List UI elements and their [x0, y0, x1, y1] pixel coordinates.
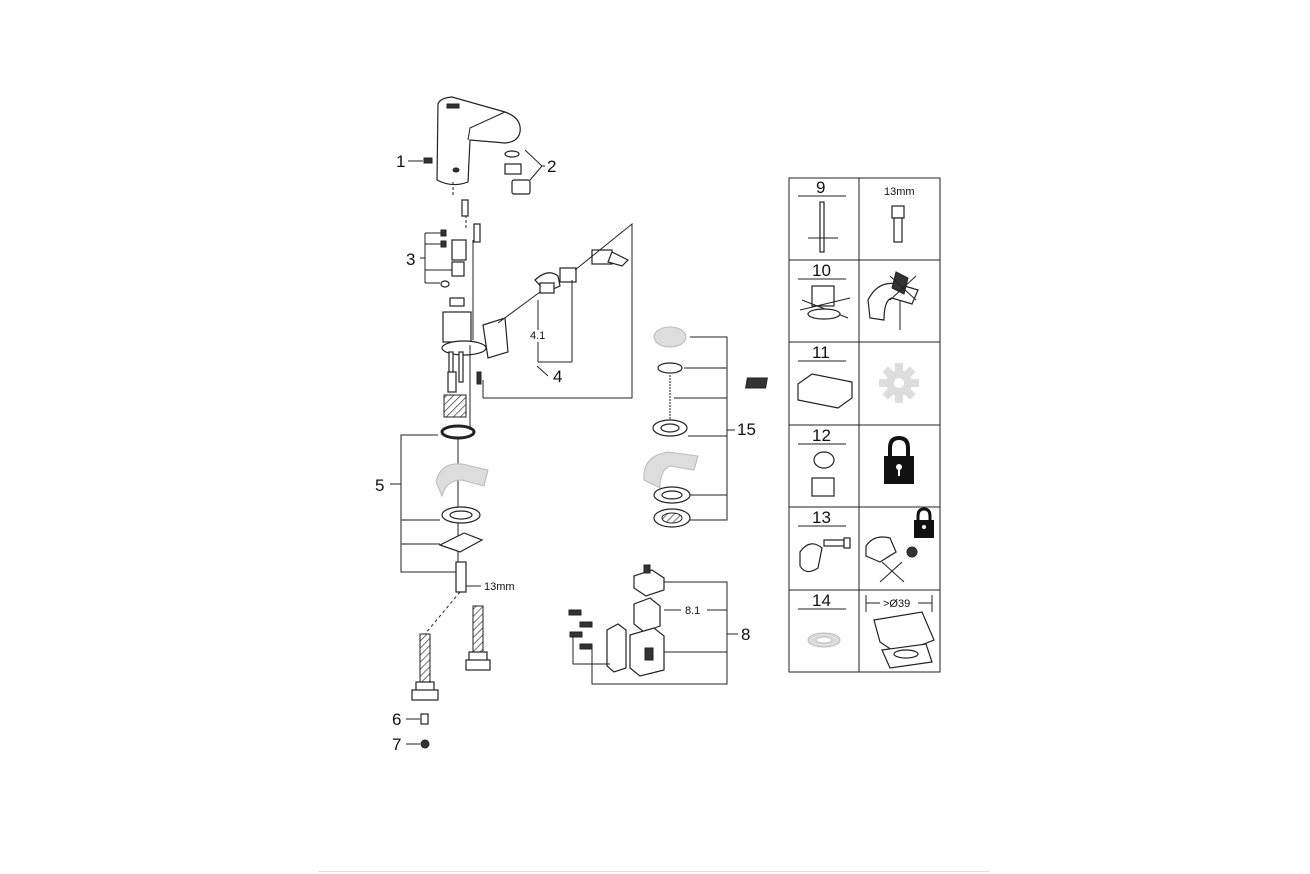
label-6: 6: [392, 710, 401, 729]
min-hole-diameter-note: >Ø39: [883, 598, 910, 610]
part-4-connector: [482, 222, 633, 399]
label-1: 1: [396, 152, 405, 171]
label-3: 3: [406, 250, 415, 269]
part-3-valve: [420, 199, 481, 288]
accessory-table: 9 10 11 12 13 14 13mm: [744, 177, 941, 673]
part-6-nipple: [406, 713, 429, 725]
callout-labels: 1 2 3 4.1 4 5 13mm 6 7 15 8.1 8: [375, 152, 756, 754]
callout-leaders: [536, 365, 549, 377]
label-5: 5: [375, 476, 384, 495]
mounting-assembly: [441, 240, 487, 430]
basin-min-hole-drawing: [865, 595, 935, 669]
footer-divider: [318, 871, 990, 872]
install-aid-drawing: [799, 285, 851, 320]
table-row-number: 14: [812, 591, 831, 610]
part-1-screw: [408, 157, 433, 164]
part-5-mounting-set: [390, 424, 489, 593]
table-row-number: 12: [812, 426, 831, 445]
table-row-number: 13: [812, 508, 831, 527]
socket-wrench-drawing: [891, 205, 905, 243]
part-2-aerator: [504, 149, 545, 195]
wrench-size-note: 13mm: [884, 186, 915, 198]
padlock-icon: [914, 507, 934, 538]
table-row-number: 9: [816, 178, 825, 197]
label-15: 15: [737, 420, 756, 439]
label-8: 8: [741, 625, 750, 644]
aerator-drawing: [811, 451, 835, 497]
clip-and-screw-drawing: [799, 537, 851, 573]
label-4: 4: [553, 367, 562, 386]
table-row-number: 11: [812, 343, 830, 362]
label-wrench-13mm: 13mm: [484, 581, 515, 593]
label-4-1: 4.1: [530, 330, 545, 342]
gear-icon: [879, 363, 919, 403]
install-do-not-drawing: [867, 271, 919, 330]
part-15-waste: [643, 326, 735, 528]
tap-body: [436, 96, 521, 195]
table-row-number: 10: [812, 261, 831, 280]
part-7-nut: [406, 739, 430, 749]
remote-control-drawing: [744, 373, 853, 409]
label-8-1: 8.1: [685, 605, 700, 617]
supply-hoses: [411, 591, 491, 701]
tool-key-drawing: [808, 201, 838, 253]
part-8-battery-box: [568, 564, 738, 685]
clip-mount-drawing: [865, 536, 918, 583]
label-7: 7: [392, 735, 401, 754]
label-2: 2: [547, 157, 556, 176]
padlock-icon: [884, 435, 914, 484]
washer-drawing: [807, 632, 841, 648]
